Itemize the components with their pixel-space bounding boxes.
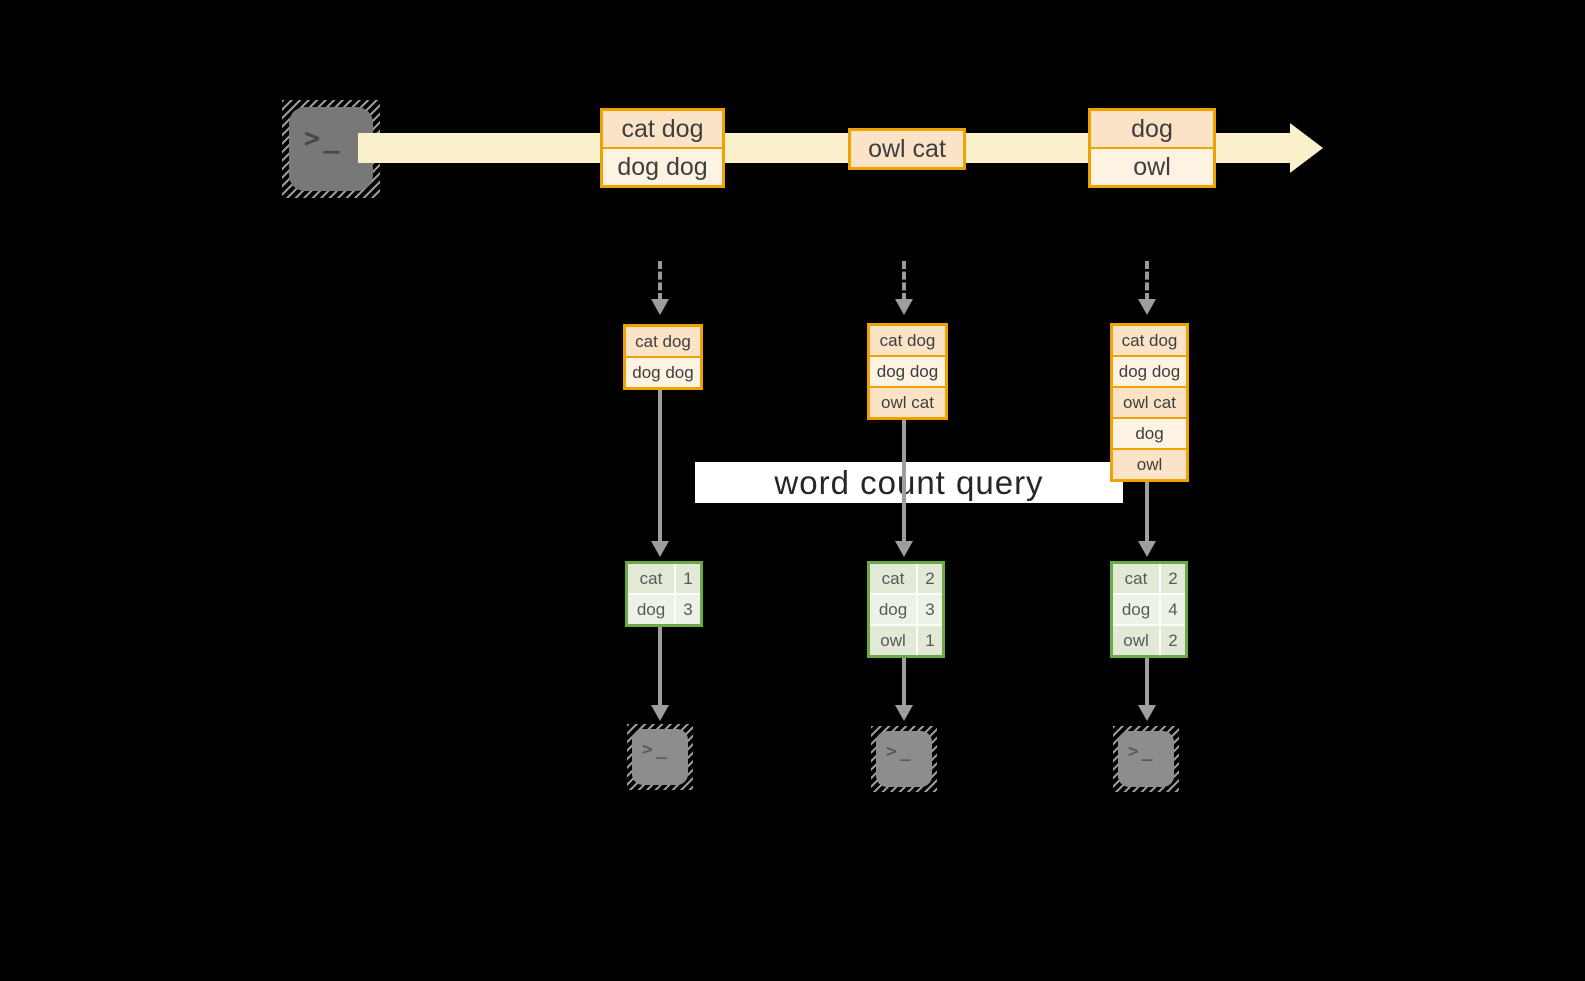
terminal-prompt-glyph: >_ xyxy=(886,741,914,762)
count-value: 3 xyxy=(918,595,942,624)
output-arrow-line-1 xyxy=(658,627,662,707)
terminal-screen: >_ xyxy=(876,731,932,787)
output-terminal-icon-1: >_ xyxy=(627,724,693,790)
count-value: 4 xyxy=(1161,595,1185,624)
query-arrowhead-icon-3 xyxy=(1138,541,1156,557)
query-label: word count query xyxy=(774,463,1044,501)
buffer-stack-2: cat dog dog dog owl cat xyxy=(867,323,948,420)
dashed-arrow-line-2 xyxy=(902,261,906,301)
count-word: cat xyxy=(1113,564,1159,593)
count-word: cat xyxy=(628,564,674,593)
dashed-arrow-line-3 xyxy=(1145,261,1149,301)
dashed-arrowhead-icon-2 xyxy=(895,299,913,315)
stream-arrowhead-icon xyxy=(1290,123,1323,173)
buffer-stack-3: cat dog dog dog owl cat dog owl xyxy=(1110,323,1189,482)
count-word: dog xyxy=(628,595,674,624)
output-arrowhead-icon-3 xyxy=(1138,705,1156,721)
output-arrowhead-icon-2 xyxy=(895,705,913,721)
count-value: 1 xyxy=(676,564,700,593)
count-table-1: cat 1 dog 3 xyxy=(625,561,703,627)
count-value: 1 xyxy=(918,626,942,655)
buffer-line: cat dog xyxy=(870,326,945,355)
dashed-arrowhead-icon-3 xyxy=(1138,299,1156,315)
buffer-line: dog dog xyxy=(870,357,945,386)
terminal-screen: >_ xyxy=(1118,731,1174,787)
buffer-line: dog dog xyxy=(1113,357,1186,386)
buffer-stack-1: cat dog dog dog xyxy=(623,324,703,390)
count-word: owl xyxy=(870,626,916,655)
count-word: cat xyxy=(870,564,916,593)
count-value: 2 xyxy=(1161,626,1185,655)
buffer-line: dog dog xyxy=(626,358,700,387)
query-arrow-line-1 xyxy=(658,390,662,543)
count-word: owl xyxy=(1113,626,1159,655)
output-arrow-line-2 xyxy=(902,658,906,707)
count-value: 2 xyxy=(918,564,942,593)
query-label-box: word count query xyxy=(695,462,1123,503)
buffer-line: owl xyxy=(1113,450,1186,479)
output-arrowhead-icon-1 xyxy=(651,705,669,721)
output-arrow-line-3 xyxy=(1145,658,1149,707)
buffer-line: owl cat xyxy=(1113,388,1186,417)
dashed-arrow-line-1 xyxy=(658,261,662,301)
query-arrow-line-2 xyxy=(902,419,906,543)
query-arrowhead-icon-1 xyxy=(651,541,669,557)
buffer-line: owl cat xyxy=(870,388,945,417)
query-arrowhead-icon-2 xyxy=(895,541,913,557)
count-word: dog xyxy=(870,595,916,624)
terminal-prompt-glyph: >_ xyxy=(304,123,343,154)
stream-line: owl cat xyxy=(851,131,963,167)
output-terminal-icon-2: >_ xyxy=(871,726,937,792)
stream-line: owl xyxy=(1091,149,1213,185)
terminal-screen: >_ xyxy=(632,729,688,785)
query-arrow-line-3 xyxy=(1145,482,1149,543)
count-value: 3 xyxy=(676,595,700,624)
count-value: 2 xyxy=(1161,564,1185,593)
count-table-3: cat 2 dog 4 owl 2 xyxy=(1110,561,1188,658)
count-word: dog xyxy=(1113,595,1159,624)
count-table-2: cat 2 dog 3 owl 1 xyxy=(867,561,945,658)
stream-batch-1: cat dog dog dog xyxy=(600,108,725,188)
terminal-prompt-glyph: >_ xyxy=(1128,741,1156,762)
output-terminal-icon-3: >_ xyxy=(1113,726,1179,792)
stream-line: dog xyxy=(1091,111,1213,147)
dashed-arrowhead-icon-1 xyxy=(651,299,669,315)
buffer-line: dog xyxy=(1113,419,1186,448)
stream-line: cat dog xyxy=(603,111,722,147)
terminal-prompt-glyph: >_ xyxy=(642,739,670,760)
stream-batch-3: dog owl xyxy=(1088,108,1216,188)
stream-batch-2: owl cat xyxy=(848,128,966,170)
stream-line: dog dog xyxy=(603,149,722,185)
buffer-line: cat dog xyxy=(1113,326,1186,355)
buffer-line: cat dog xyxy=(626,327,700,356)
